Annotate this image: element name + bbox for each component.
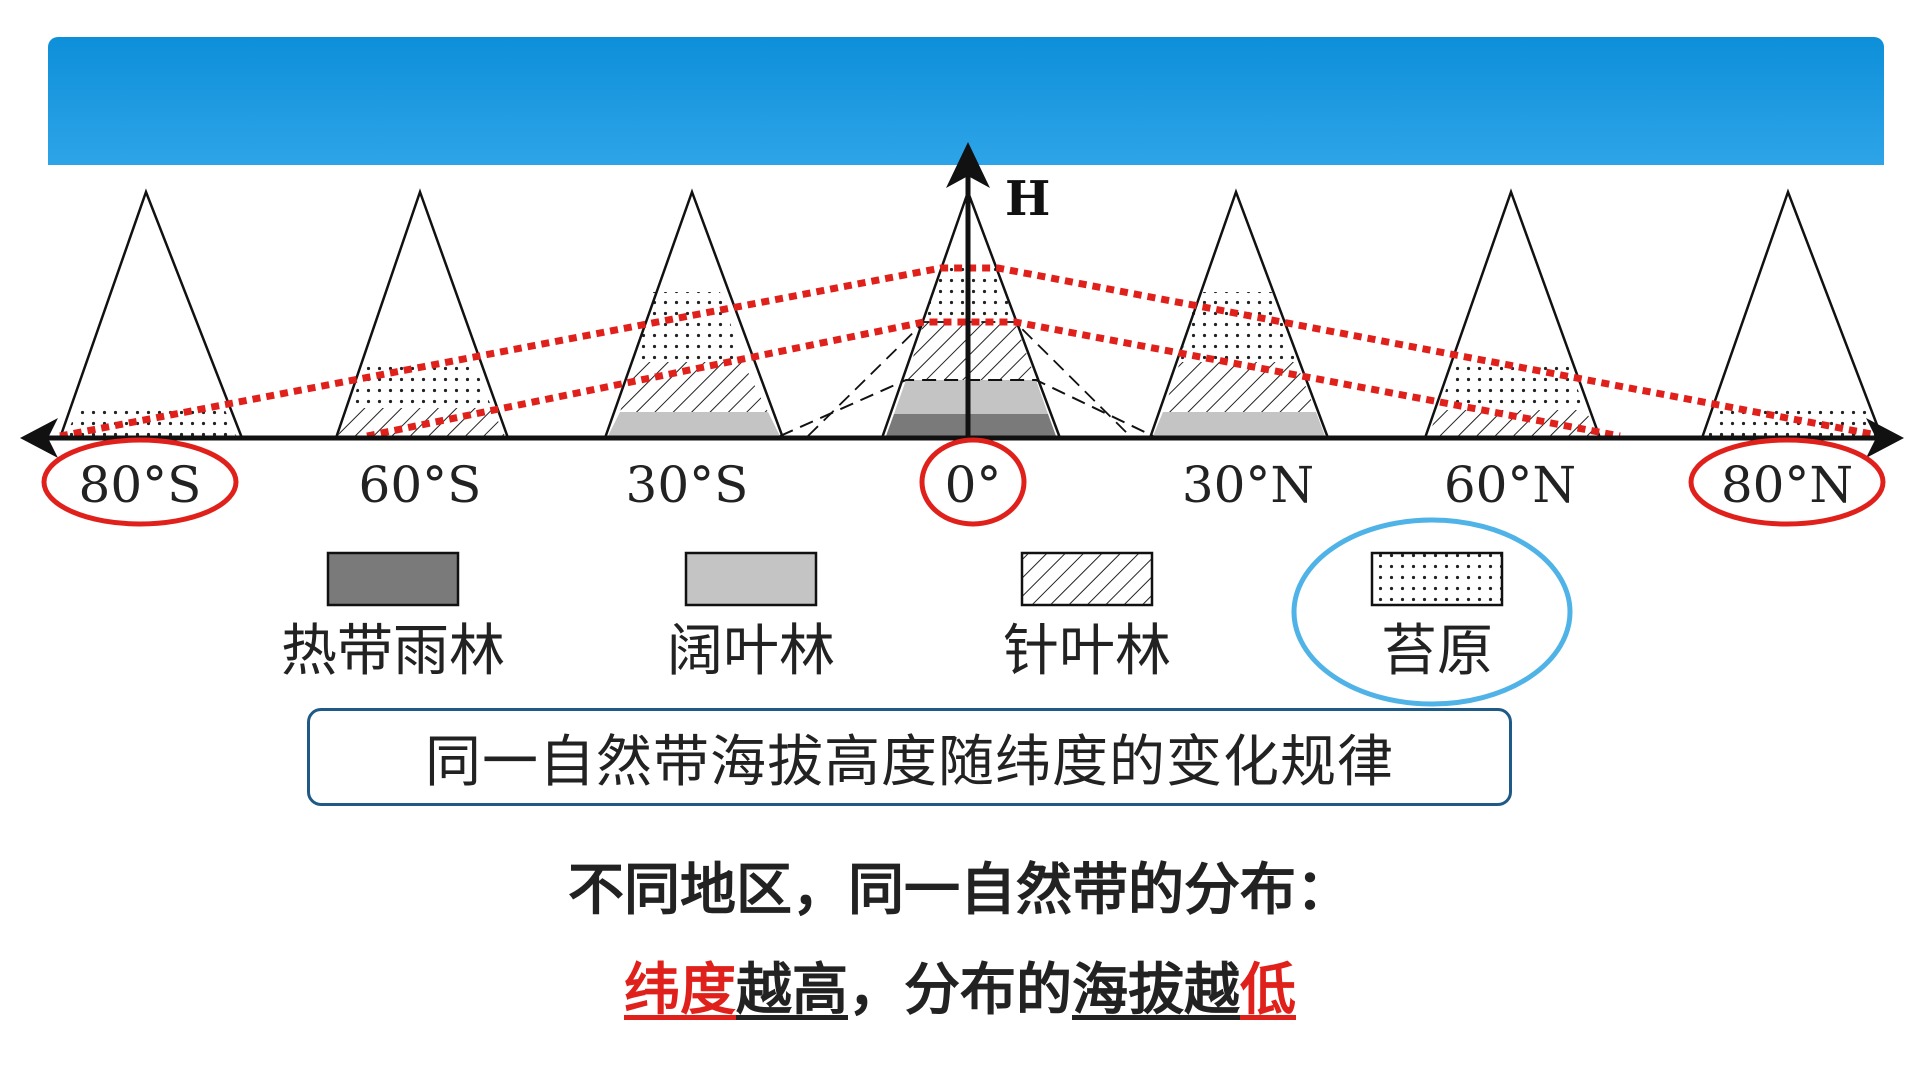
title-banner: [48, 37, 1884, 165]
latitude-label: 80°S: [79, 456, 202, 514]
axis-arrow-left: [20, 418, 58, 458]
height-axis-arrow: [946, 142, 990, 188]
conclusion-line-1: 不同地区，同一自然带的分布：: [0, 845, 1920, 926]
mountain-60n: [1423, 188, 1602, 440]
legend-swatch-conifer: [1020, 551, 1154, 607]
tundra-band-30s: [635, 292, 743, 362]
legend-label: 阔叶林: [667, 619, 835, 684]
latitude-label: 60°N: [1444, 456, 1576, 514]
highlight-circle-80n: [1688, 437, 1886, 527]
rainforest-band-0: [886, 414, 1056, 436]
latitude-labels: 80°S 60°S 30°S 0° 30°N 60°N 80°N: [79, 456, 1854, 514]
mountain-80s: [58, 188, 244, 440]
height-axis-label: H: [1005, 171, 1050, 227]
legend-swatch-broadleaf: [684, 551, 818, 607]
conifer-band-30n: [1163, 362, 1316, 412]
conifer-band-0: [906, 322, 1036, 380]
lower-word: 低: [1240, 958, 1296, 1023]
latitude-label: 0°: [945, 456, 1002, 514]
broadleaf-band-30s: [608, 412, 780, 436]
mountain-outline-80s: [58, 188, 244, 440]
mountain-0: [880, 188, 1062, 440]
legend: 热带雨林 阔叶林 针叶林 苔原: [281, 517, 1573, 707]
legend-label: 苔原: [1381, 619, 1493, 684]
mountain-outline-80n: [1700, 188, 1884, 440]
broadleaf-limit-guide: [779, 379, 1154, 437]
legend-swatch-tundra: [1370, 551, 1504, 607]
conclusion-line-2: 纬度越高，分布的海拔越低: [0, 945, 1920, 1026]
tundra-band-60s: [350, 360, 492, 408]
conifer-upper-limit-trend: [366, 318, 1621, 440]
mountain-80n: [1700, 188, 1884, 440]
mountain-60s: [334, 188, 510, 440]
tundra-band-80n: [1708, 410, 1876, 436]
altitude-word: 海拔越: [1072, 958, 1240, 1023]
rule-caption-box: 同一自然带海拔高度随纬度的变化规律: [307, 708, 1512, 806]
axis-arrow-right: [1866, 418, 1904, 458]
highlight-circle-tundra: [1291, 517, 1573, 707]
broadleaf-band-0: [894, 380, 1048, 414]
latitude-word: 纬度: [624, 958, 736, 1023]
highlight-circle-0: [919, 437, 1027, 527]
broadleaf-band-30n: [1153, 412, 1325, 436]
legend-label: 针叶林: [1003, 619, 1171, 684]
latitude-label: 80°N: [1721, 456, 1853, 514]
legend-swatch-rainforest: [326, 551, 460, 607]
conifer-band-60n: [1428, 410, 1597, 436]
highlight-circle-80s: [41, 437, 239, 527]
higher-word: 越高: [736, 958, 848, 1023]
latitude-label: 30°N: [1182, 456, 1314, 514]
latitude-label: 30°S: [626, 456, 749, 514]
legend-label: 热带雨林: [281, 619, 505, 684]
conclusion-text: 不同地区，同一自然带的分布：: [568, 858, 1352, 923]
mountain-30n: [1148, 188, 1330, 440]
rule-caption: 同一自然带海拔高度随纬度的变化规律: [425, 729, 1394, 795]
latitude-label: 60°S: [359, 456, 482, 514]
distribution-word: ，分布的: [848, 958, 1072, 1023]
altitude-zone-diagram: H 80°S 60°S 30°S 0° 30°N 60°N 80°N 热带雨林 …: [20, 142, 1904, 707]
conifer-band-30s: [620, 362, 768, 412]
